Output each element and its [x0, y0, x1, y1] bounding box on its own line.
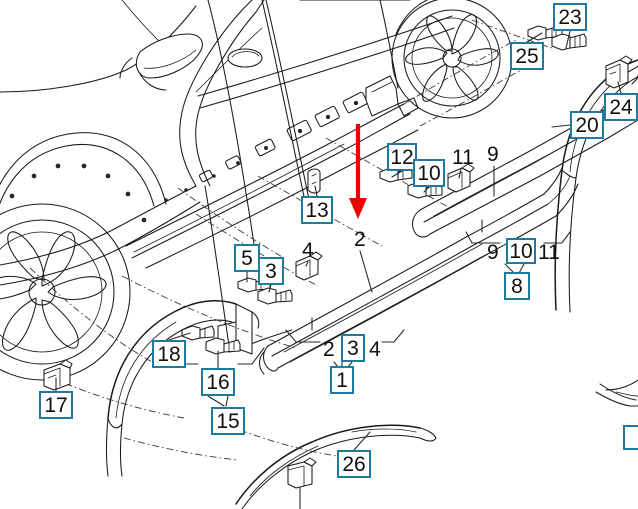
- fastener-icon-group: [43, 25, 633, 489]
- callout-1[interactable]: 1: [330, 366, 354, 394]
- callout-10-lower-text: 10: [509, 239, 533, 263]
- rear-wheel-assembly: [0, 132, 167, 381]
- clip-icon-24: [605, 55, 633, 89]
- callout-25-text: 25: [515, 44, 539, 68]
- callout-15[interactable]: 15: [211, 407, 245, 435]
- callout-leader-lines: [55, 30, 622, 509]
- red-down-arrow: [349, 124, 367, 219]
- callout-11-upper-text: 11: [452, 146, 474, 169]
- callout-17[interactable]: 17: [39, 391, 73, 419]
- callout-3-lower-text: 3: [347, 336, 359, 360]
- front-arch-moulding-part-15: [105, 299, 260, 477]
- clip-icon-17: [43, 359, 73, 391]
- callout-4-lower[interactable]: 4: [369, 339, 381, 360]
- callout-3-lower[interactable]: 3: [341, 334, 365, 362]
- callout-20-text: 20: [575, 113, 599, 137]
- clip-icon-11: [447, 163, 475, 193]
- callout-20[interactable]: 20: [570, 111, 604, 139]
- callout-4-upper[interactable]: 4: [302, 240, 314, 261]
- callout-8-text: 8: [511, 274, 523, 298]
- group-brackets: [159, 219, 571, 407]
- callout-2-upper-text: 2: [354, 228, 366, 251]
- callout-13-text: 13: [305, 198, 329, 222]
- callout-1-text: 1: [336, 368, 348, 392]
- clip-icon-26: [287, 457, 317, 489]
- callout-24-text: 24: [609, 95, 633, 119]
- callout-23-text: 23: [558, 5, 582, 29]
- callout-9-lower[interactable]: 9: [487, 242, 499, 263]
- callout-17-text: 17: [44, 393, 68, 417]
- clip-icon-13: [307, 168, 321, 194]
- callout-23[interactable]: 23: [553, 3, 587, 31]
- callout-10-lower[interactable]: 10: [506, 238, 536, 264]
- callout-26-text: 26: [342, 452, 366, 476]
- callout-18[interactable]: 18: [152, 340, 186, 368]
- callout-15-text: 15: [216, 409, 240, 433]
- callout-11-lower-text: 11: [538, 241, 560, 264]
- bolt-icon-23: [551, 33, 587, 51]
- callout-11-lower[interactable]: 11: [538, 242, 560, 263]
- sill-molding-part-2: [258, 167, 579, 375]
- partial-arch-piece-bottom-right: [595, 379, 638, 407]
- callout-24[interactable]: 24: [604, 93, 638, 121]
- callout-10-upper-text: 10: [417, 161, 441, 185]
- callout-2-upper[interactable]: 2: [354, 229, 366, 250]
- callout-3-upper[interactable]: 3: [258, 257, 284, 285]
- arch-strip-part-26: [235, 424, 437, 509]
- callout-2-lower[interactable]: 2: [323, 339, 335, 360]
- assembly-guide-lines: [29, 19, 553, 461]
- callout-18-text: 18: [157, 342, 181, 366]
- front-wheel-assembly: [391, 0, 513, 119]
- callout-4-upper-text: 4: [302, 239, 314, 262]
- callout-16[interactable]: 16: [201, 368, 235, 396]
- callout-5-text: 5: [241, 246, 253, 270]
- bolt-icon-16: [205, 337, 241, 355]
- callout-4-lower-text: 4: [369, 338, 381, 361]
- callout-2-lower-text: 2: [323, 338, 335, 361]
- callout-12-text: 12: [390, 145, 414, 169]
- callout-13[interactable]: 13: [301, 196, 333, 224]
- callout-5[interactable]: 5: [234, 244, 260, 272]
- callout-25[interactable]: 25: [510, 42, 544, 70]
- callout-9-upper[interactable]: 9: [487, 144, 499, 165]
- callout-9-upper-text: 9: [487, 143, 499, 166]
- bolt-icon-18: [181, 325, 215, 341]
- callout-8[interactable]: 8: [504, 272, 530, 300]
- callout-12[interactable]: 12: [387, 143, 417, 171]
- rocker-structural-rail: [125, 75, 419, 269]
- callout-26[interactable]: 26: [337, 450, 371, 478]
- car-body-outline: [0, 0, 455, 353]
- callout-9-lower-text: 9: [487, 241, 499, 264]
- callout-box-partial-right-edge[interactable]: [623, 425, 638, 450]
- callout-16-text: 16: [206, 370, 230, 394]
- bolt-icon-3: [257, 287, 293, 305]
- callout-10-upper[interactable]: 10: [413, 159, 445, 187]
- callout-11-upper[interactable]: 11: [452, 147, 474, 168]
- clip-icon-4: [295, 251, 323, 281]
- callout-3-upper-text: 3: [265, 259, 277, 283]
